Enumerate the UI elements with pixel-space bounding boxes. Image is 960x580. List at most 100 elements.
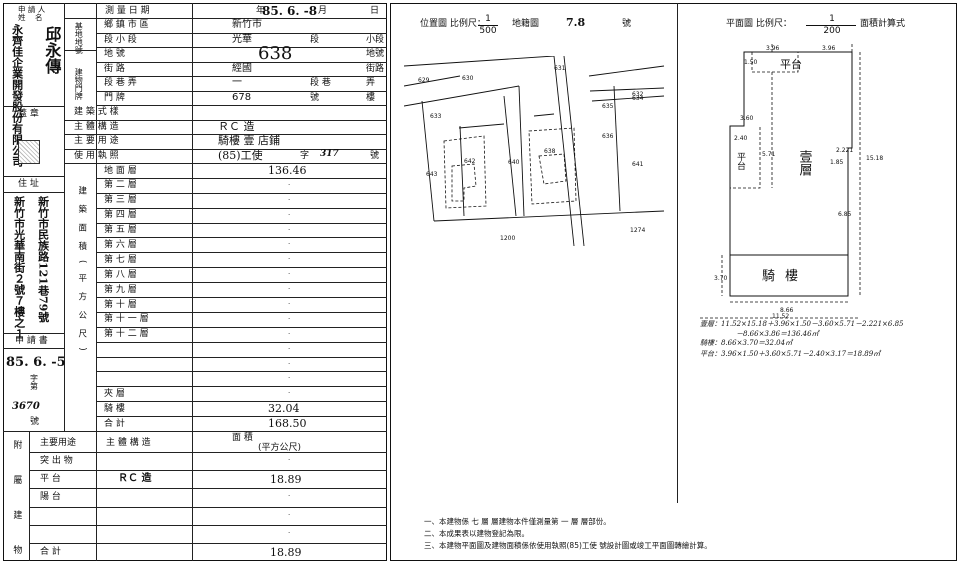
label-arcade: 騎樓 xyxy=(762,269,808,284)
applicant-company: 永齊佳企業開發股份有限公司 xyxy=(10,24,24,167)
floor-scale-num: 1 xyxy=(829,14,835,24)
parcel-label: 1274 xyxy=(630,227,645,234)
empty-cell-dot: · xyxy=(288,210,291,219)
location-map: 629 630 631 633 634 635 632 642 643 640 … xyxy=(404,56,665,247)
structure-row-label: 主 體 構 造 xyxy=(74,121,119,132)
empty-cell-dot: · xyxy=(288,270,291,279)
dim-label: 2.40 xyxy=(734,135,748,142)
floor-row-label: 合 計 xyxy=(104,418,125,429)
location-row-unit: 街路 xyxy=(366,63,385,74)
empty-cell-dot: · xyxy=(288,314,291,323)
dim-label: 15.18 xyxy=(866,155,883,162)
area-calc-label: 面積計算式 xyxy=(860,19,906,29)
location-row-unit-mid: 段 巷 xyxy=(310,78,331,88)
calc-line-4: 平台：3.96×1.50＋3.60×5.71－2.40×3.17＝18.89㎡ xyxy=(700,350,881,358)
location-row-value: 一 xyxy=(232,77,242,88)
sheet-divider xyxy=(677,3,678,503)
location-row-unit: 弄 xyxy=(366,78,376,88)
empty-cell-dot: · xyxy=(288,300,291,308)
dim-label: 5.71 xyxy=(762,151,776,158)
location-row-value: 經國 xyxy=(232,62,252,74)
applicant-label: 申 請 人 姓 名 xyxy=(18,5,46,23)
application-number: 3670 xyxy=(12,401,40,412)
location-map-title: 位置圖 比例尺： xyxy=(420,19,486,29)
annex-row-label: 陽 台 xyxy=(40,492,61,503)
col-line-applicant xyxy=(64,3,65,431)
floor-row-label: 第 三 層 xyxy=(104,195,137,206)
annex-row-label: 平 台 xyxy=(40,474,61,485)
location-row-unit-mid: 段 xyxy=(310,34,320,45)
empty-cell-dot: · xyxy=(288,510,291,519)
building-number-group-label: 建物門牌 xyxy=(74,68,84,100)
parcel-label: 634 xyxy=(632,95,644,102)
empty-cell-dot: · xyxy=(288,180,291,189)
label-platform-left: 平台 xyxy=(735,152,746,171)
survey-date-label: 測 量 日 期 xyxy=(105,6,150,16)
parcel-label: 642 xyxy=(464,158,476,165)
survey-date-day: 日 xyxy=(370,6,380,16)
floor-row-value: 136.46 xyxy=(268,164,307,177)
parcel-label: 635 xyxy=(602,103,614,110)
survey-date-month: 月 xyxy=(318,6,328,16)
empty-cell-dot: · xyxy=(288,344,291,353)
annex-row-label: 合 計 xyxy=(40,546,61,557)
dim-label: 1.50 xyxy=(744,59,758,66)
application-date: 85. 6. -5 xyxy=(6,355,66,370)
note-1: 一、本建物係 七 層 層建物本件僅測量第 一 層 層部份。 xyxy=(424,517,611,526)
empty-cell-dot: · xyxy=(288,240,291,249)
land-number-group-label: 基地地號 xyxy=(74,22,84,54)
dim-label: 3.96 xyxy=(822,45,836,52)
dim-label: 8.66 xyxy=(780,307,794,314)
empty-cell-dot: · xyxy=(288,359,291,368)
cadastral-sheet-label: 地籍圖 xyxy=(512,19,540,29)
floor-scale-den: 200 xyxy=(823,26,841,36)
location-scale-den: 500 xyxy=(479,26,497,36)
dim-label: 2.221 xyxy=(836,147,853,154)
permit-char-label: 字 xyxy=(300,150,310,161)
floor-row-label: 夾 層 xyxy=(104,388,125,399)
empty-cell-dot: · xyxy=(288,225,291,234)
location-row-label: 段 巷 弄 xyxy=(104,78,137,88)
location-row-label: 鄉 鎮 市 區 xyxy=(104,20,149,30)
empty-cell-dot: · xyxy=(288,389,291,398)
empty-cell-dot: · xyxy=(288,329,291,338)
dim-label: 3.60 xyxy=(740,115,754,122)
floor-row-label: 第 四 層 xyxy=(104,210,137,221)
parcel-label: 631 xyxy=(554,65,566,72)
empty-cell-dot: · xyxy=(288,195,291,204)
parcel-label: 629 xyxy=(418,77,430,84)
location-row-value: 新竹市 xyxy=(232,19,262,30)
floor-row-label: 第 七 層 xyxy=(104,254,137,265)
location-row-label: 段 小 段 xyxy=(104,34,137,45)
dim-label: 6.85 xyxy=(838,211,852,218)
floor-row-label: 第 五 層 xyxy=(104,225,137,236)
parcel-label: 641 xyxy=(632,161,644,168)
location-row-value: 638 xyxy=(258,43,293,64)
cadastral-sheet-suffix: 號 xyxy=(622,19,632,29)
applicant-person: 邱永傳 xyxy=(42,26,62,74)
note-3: 三、本建物平面圖及建物面積係依使用執照(85)工使 號設計圖或竣工平面圖轉繪計算… xyxy=(424,541,712,550)
location-row-unit-mid: 號 xyxy=(310,92,320,103)
application-label: 申 請 書 xyxy=(15,336,48,346)
parcel-label: 640 xyxy=(508,159,520,166)
note-2: 二、本成果表以建物登記為限。 xyxy=(424,529,529,538)
label-floor1: 壹層 xyxy=(797,150,813,177)
col-line-group xyxy=(96,3,97,431)
location-row-unit: 地號 xyxy=(366,49,385,59)
structure-row-value: 騎樓 壹 店鋪 xyxy=(218,134,280,147)
structure-row-value: (85)工使 xyxy=(218,148,263,162)
annex-header-struct: 主 體 構 造 xyxy=(106,438,151,448)
location-scale-num: 1 xyxy=(485,14,491,24)
floor-row-label: 地 面 層 xyxy=(104,165,137,176)
col-line-label xyxy=(192,3,193,431)
floor-row-label: 第 六 層 xyxy=(104,239,137,250)
parcel-label: 630 xyxy=(462,75,474,82)
area-group-label: 建築面積(平方公尺) xyxy=(76,186,87,361)
parcel-label: 643 xyxy=(426,171,438,178)
location-row-label: 門 牌 xyxy=(104,92,125,103)
floor-row-value: 168.50 xyxy=(268,417,307,431)
structure-row-label: 主 要 用 途 xyxy=(74,136,119,146)
seal-stamp xyxy=(18,140,40,164)
location-row-label: 街 路 xyxy=(104,63,125,74)
location-row-value: 光華 xyxy=(232,33,252,45)
